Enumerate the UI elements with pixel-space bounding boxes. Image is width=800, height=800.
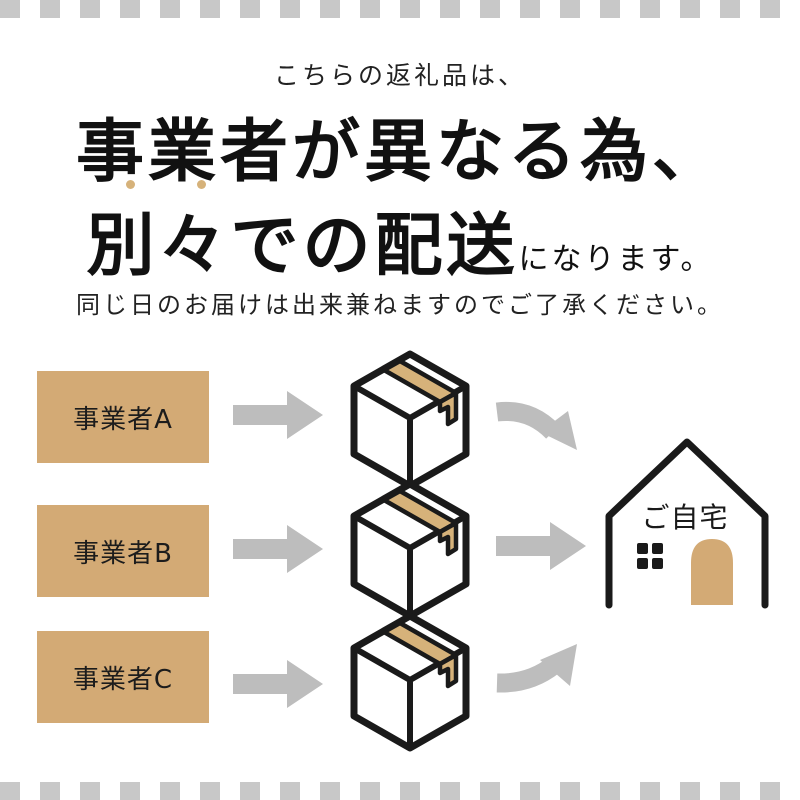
cardboard-box-icon [354, 484, 466, 616]
vendor-label: 事業者A [73, 404, 173, 435]
curved-arrow-icon [496, 644, 577, 693]
vendor-label: 事業者B [73, 538, 173, 569]
home-label: ご自宅 [641, 501, 729, 534]
right-arrow-icon [233, 525, 323, 573]
cardboard-box-icon [354, 354, 466, 486]
right-arrow-icon [496, 522, 586, 570]
emphasis-dot [197, 180, 206, 189]
window-icon [637, 543, 663, 569]
headline-line-2-main: 別々での配送 [86, 207, 519, 286]
headline-line-2-suffix: になります。 [518, 242, 714, 277]
door-icon [691, 539, 733, 605]
intro-text: こちらの返礼品は、 [273, 61, 526, 90]
delivery-note: 同じ日のお届けは出来兼ねますのでご了承ください。 [76, 291, 724, 319]
house-icon [605, 438, 769, 609]
right-arrow-icon [233, 660, 323, 708]
vendor-label: 事業者C [72, 664, 174, 695]
cardboard-box-icon [354, 616, 466, 748]
headline-line-1: 事業者が異なる為、 [75, 113, 724, 192]
right-arrow-icon [233, 391, 323, 439]
emphasis-dot [126, 180, 135, 189]
top-dashed-border [0, 0, 800, 18]
vendor-box-a: 事業者A [37, 371, 209, 463]
vendor-box-b: 事業者B [37, 505, 209, 597]
headline-line-2: 別々での配送になります。 [0, 190, 800, 289]
curved-arrow-icon [495, 401, 577, 450]
bottom-dashed-border [0, 782, 800, 800]
vendor-box-c: 事業者C [37, 631, 209, 723]
